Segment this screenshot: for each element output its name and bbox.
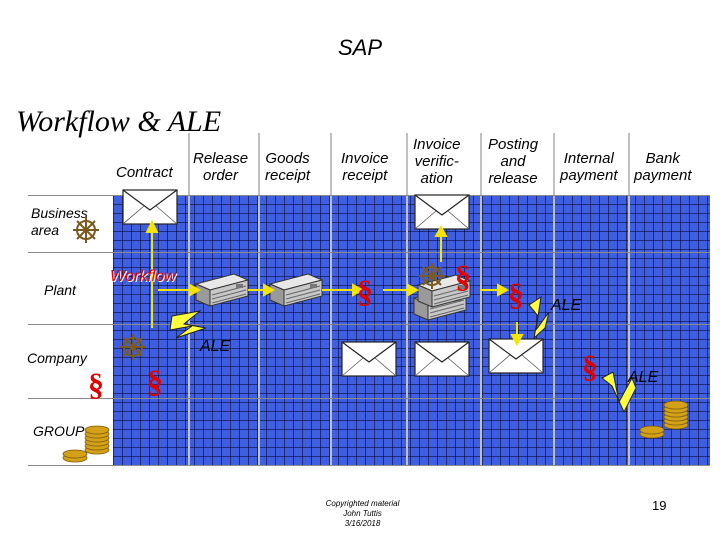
lightning-icon xyxy=(169,310,207,339)
ale-label: ALE xyxy=(551,297,582,314)
envelope-icon xyxy=(122,189,178,225)
row-separator xyxy=(28,465,710,466)
server-stack-icon xyxy=(195,273,249,307)
section-symbol: § xyxy=(508,276,524,312)
row-separator xyxy=(28,324,710,325)
column-separator xyxy=(406,133,408,465)
coin-stack-icon xyxy=(639,400,689,439)
presentation-header: SAP xyxy=(337,35,383,60)
row-separator xyxy=(28,252,710,253)
row-label-company: Company xyxy=(27,350,87,366)
column-separator xyxy=(330,133,332,465)
section-symbol: § xyxy=(582,348,598,384)
section-symbol: § xyxy=(455,258,471,294)
column-separator xyxy=(553,133,555,465)
column-separator xyxy=(480,133,482,465)
section-symbol: § xyxy=(147,363,163,399)
row-label-group: GROUP xyxy=(33,423,85,439)
envelope-icon xyxy=(414,341,470,377)
envelope-icon xyxy=(414,194,470,230)
copyright-note: Copyrighted material John Tuttis 3/16/20… xyxy=(325,499,400,528)
process-grid xyxy=(113,195,710,465)
envelope-icon xyxy=(341,341,397,377)
workflow-label: Workflow xyxy=(110,268,176,285)
ship-wheel-icon xyxy=(72,216,100,244)
column-separator xyxy=(628,133,630,465)
section-symbol: § xyxy=(88,366,104,402)
slide-title: Workflow & ALE xyxy=(16,105,222,138)
ship-wheel-icon xyxy=(119,333,147,361)
server-stack-icon xyxy=(269,273,323,307)
row-separator xyxy=(28,398,710,399)
lightning-icon xyxy=(601,371,637,414)
column-header-contract: Contract xyxy=(116,164,173,181)
section-symbol: § xyxy=(357,273,373,309)
column-separator xyxy=(258,133,260,465)
row-separator xyxy=(28,195,710,196)
ale-label: ALE xyxy=(200,338,231,355)
row-label-plant: Plant xyxy=(44,282,76,298)
lightning-icon xyxy=(528,295,550,340)
coin-stack-icon xyxy=(62,425,110,463)
column-separator xyxy=(188,133,190,465)
ale-label: ALE xyxy=(628,369,659,386)
page-number: 19 xyxy=(652,498,667,513)
